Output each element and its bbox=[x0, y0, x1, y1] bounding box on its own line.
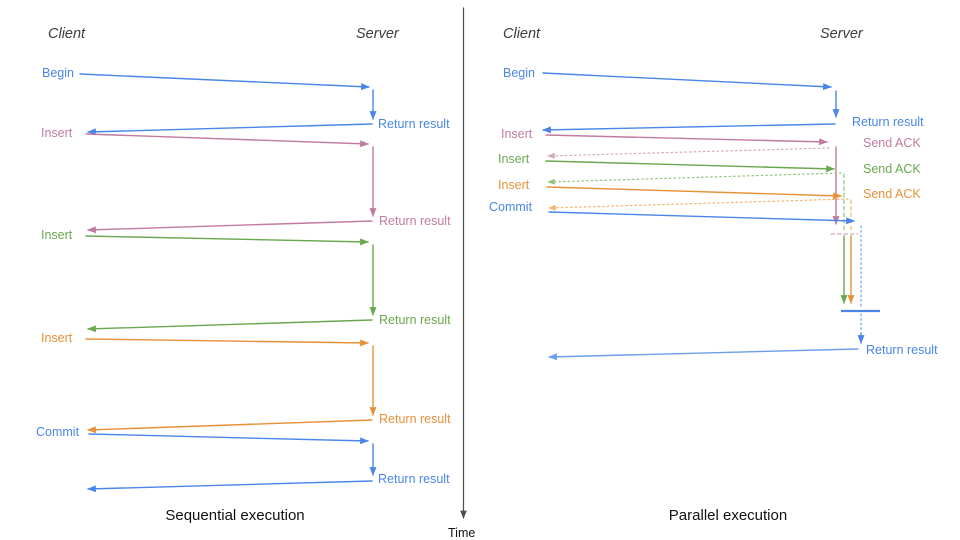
request-line bbox=[85, 133, 369, 148]
par-insert-label: Insert bbox=[498, 178, 530, 192]
par-client-header: Client bbox=[503, 26, 541, 42]
par-sendack-label: Send ACK bbox=[863, 187, 921, 201]
par-begin-lines bbox=[542, 72, 840, 134]
sequential-diagram-lines bbox=[79, 73, 377, 493]
par-return-label: Return result bbox=[852, 115, 924, 129]
seq-client-header: Client bbox=[48, 26, 86, 42]
seq-return-label: Return result bbox=[379, 313, 451, 327]
parallel-diagram-lines bbox=[542, 72, 880, 361]
response-line bbox=[87, 220, 373, 234]
request-line bbox=[542, 72, 832, 91]
par-commit-lines bbox=[548, 211, 880, 361]
seq-insert2-lines bbox=[85, 235, 377, 333]
seq-server-header: Server bbox=[356, 26, 399, 42]
request-line bbox=[548, 211, 855, 225]
time-axis-label: Time bbox=[448, 526, 476, 540]
par-server-header: Server bbox=[820, 26, 863, 42]
request-line bbox=[545, 134, 828, 146]
ack-line bbox=[547, 147, 830, 159]
par-insert-label: Insert bbox=[501, 127, 533, 141]
ack-line bbox=[548, 198, 849, 211]
response-line bbox=[542, 123, 836, 134]
response-line bbox=[87, 319, 373, 333]
par-sendack-label: Send ACK bbox=[863, 162, 921, 176]
response-line bbox=[87, 123, 373, 136]
seq-return-label: Return result bbox=[379, 412, 451, 426]
request-line bbox=[88, 433, 369, 445]
seq-insert1-lines bbox=[85, 133, 377, 234]
response-line bbox=[87, 480, 373, 493]
request-line bbox=[79, 73, 370, 91]
par-insert-label: Insert bbox=[498, 152, 530, 166]
par-insert3-lines bbox=[546, 186, 855, 304]
request-line bbox=[85, 235, 369, 246]
seq-return-label: Return result bbox=[378, 472, 450, 486]
seq-caption: Sequential execution bbox=[165, 507, 305, 524]
seq-return-label: Return result bbox=[379, 214, 451, 228]
seq-return-label: Return result bbox=[378, 117, 450, 131]
seq-insert-label: Insert bbox=[41, 331, 73, 345]
seq-commit-lines bbox=[87, 433, 377, 493]
seq-commit-label: Commit bbox=[36, 425, 80, 439]
par-insert1-lines bbox=[545, 134, 840, 225]
par-caption: Parallel execution bbox=[668, 507, 788, 524]
seq-insert3-lines bbox=[85, 338, 377, 434]
par-sendack-label: Send ACK bbox=[863, 136, 921, 150]
par-begin-label: Begin bbox=[503, 66, 535, 80]
seq-begin-lines bbox=[79, 73, 377, 136]
par-insert2-lines bbox=[545, 160, 848, 304]
request-line bbox=[545, 160, 835, 173]
seq-insert-label: Insert bbox=[41, 228, 73, 242]
response-line bbox=[87, 419, 373, 434]
seq-insert-label: Insert bbox=[41, 126, 73, 140]
request-line bbox=[85, 338, 369, 347]
par-commit-label: Commit bbox=[489, 200, 533, 214]
request-line bbox=[546, 186, 842, 200]
ack-line bbox=[547, 172, 842, 185]
seq-begin-label: Begin bbox=[42, 66, 74, 80]
response-line bbox=[548, 348, 859, 361]
par-final-return-label: Return result bbox=[866, 343, 938, 357]
